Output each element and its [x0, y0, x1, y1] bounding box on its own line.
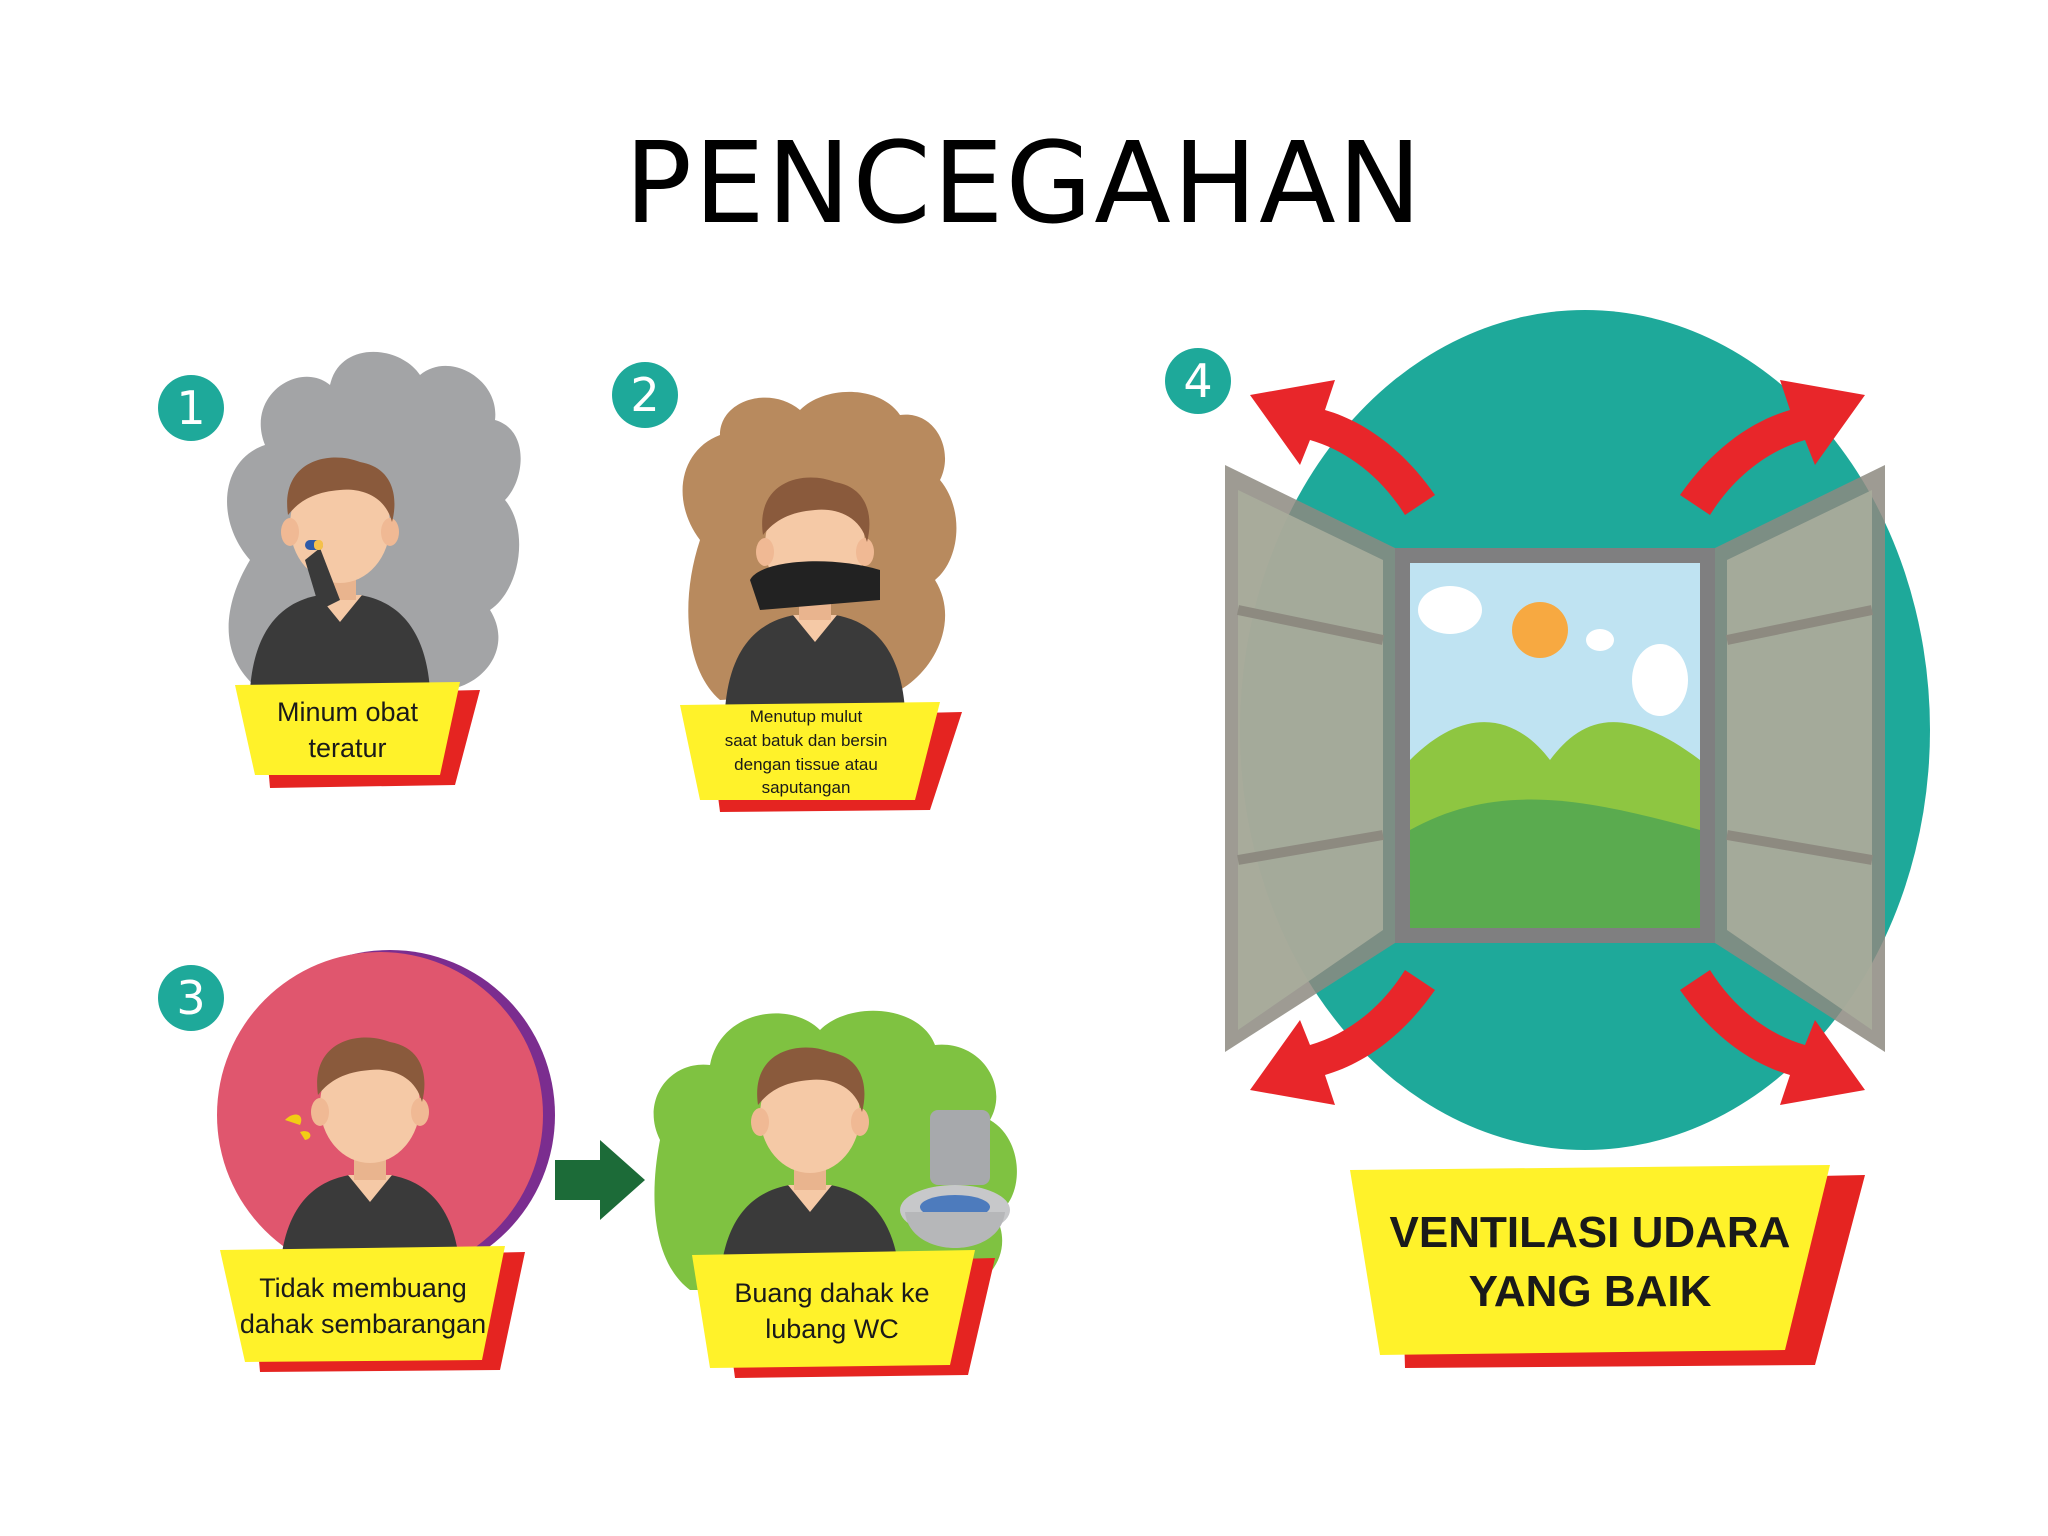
- step-3-illustration: [217, 950, 555, 1280]
- step-1-caption: Minum obat teratur: [276, 696, 419, 763]
- page-title: PENCEGAHAN: [624, 119, 1424, 249]
- sun-icon: [1512, 602, 1568, 658]
- step-2-caption: Menutup mulut saat batuk dan bersin deng…: [724, 706, 888, 798]
- step-number-badge: 4: [1165, 348, 1231, 414]
- banner-shapes: [220, 682, 1865, 1378]
- step-2-illustration: [682, 391, 957, 710]
- step-3b-illustration: [653, 1010, 1017, 1290]
- step-number-badge: 1: [158, 375, 224, 441]
- airflow-arrows: [1250, 380, 1865, 1105]
- step-number-badge: 2: [612, 362, 678, 428]
- step-4-illustration: [1225, 310, 1930, 1150]
- step-3b-caption: Buang dahak ke lubang WC: [734, 1277, 930, 1344]
- pill-icon: [305, 540, 323, 550]
- step-4-caption: VENTILASI UDARA YANG BAIK: [1389, 1207, 1791, 1316]
- step-3-caption: Tidak membuang dahak sembarangan: [239, 1272, 487, 1339]
- window-icon: [1225, 465, 1885, 1052]
- step-1-illustration: [227, 351, 521, 690]
- arrow-right-icon: [555, 1140, 645, 1220]
- toilet-icon: [900, 1110, 1010, 1248]
- step-number-badge: 3: [158, 965, 224, 1031]
